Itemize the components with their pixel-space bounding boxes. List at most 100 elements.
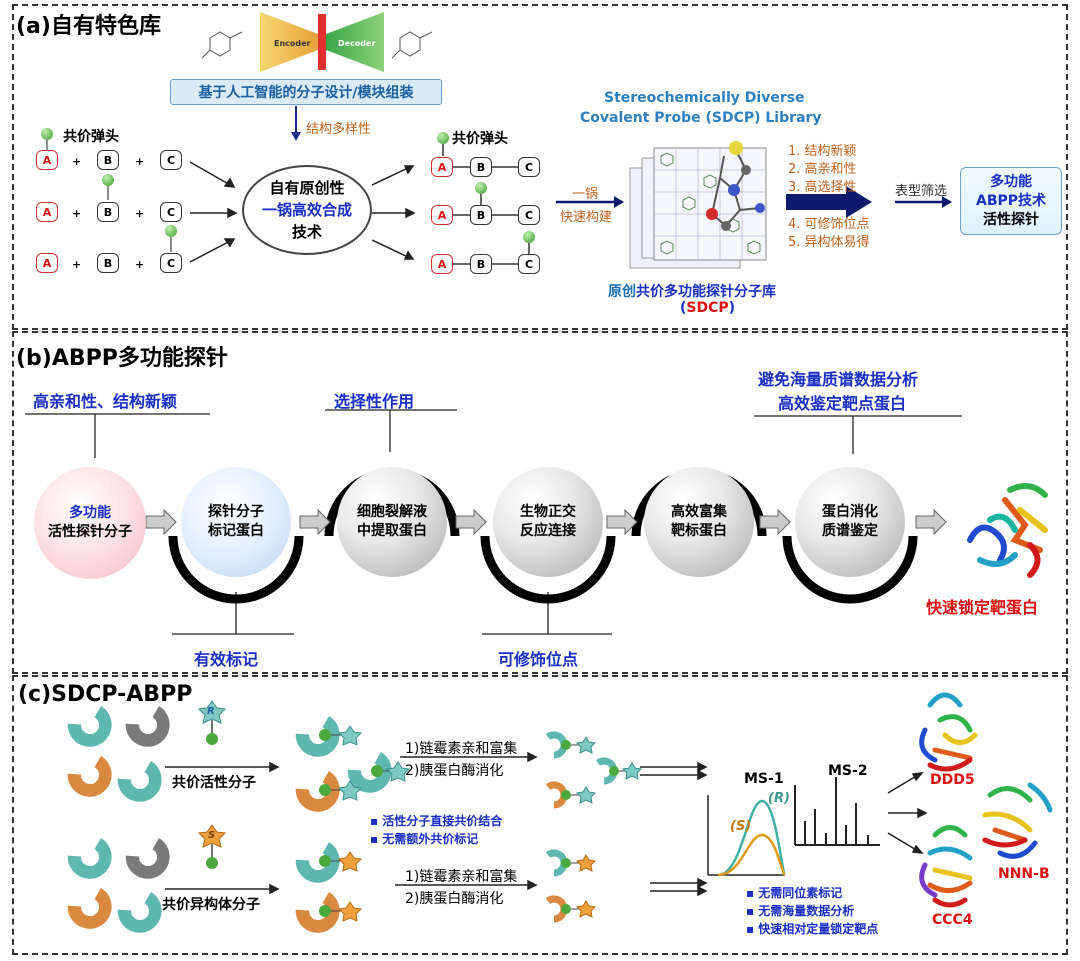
decoder-label: Decoder	[338, 39, 375, 48]
step4-line1: 生物正交	[520, 504, 576, 520]
probe-s-label: S	[208, 830, 216, 841]
caption-abbr: SDCP	[686, 300, 729, 316]
covalent-active-label: 共价活性分子	[172, 775, 256, 791]
screening-label: 表型筛选	[895, 184, 948, 199]
digested-peptide-icon	[595, 757, 643, 785]
decoder-shape	[326, 12, 384, 72]
ms1-label: MS-1	[744, 771, 784, 787]
probe-s-icon	[197, 824, 227, 869]
bottom-label-2: 可修饰位点	[498, 650, 579, 669]
protein-ddd5-structure-icon	[919, 692, 978, 772]
result-line2: ABPP技术	[975, 192, 1047, 209]
ai-design-box: 基于人工智能的分子设计/模块组装	[170, 79, 442, 105]
step5-line1: 高效富集	[671, 504, 727, 520]
encoder-shape	[260, 12, 318, 72]
step-enrichment: 高效富集靶标蛋白	[644, 467, 754, 577]
protein-orange-icon	[61, 745, 120, 805]
diversity-label: 结构多样性	[306, 122, 372, 137]
feature-4: 4. 可修饰位点	[788, 217, 870, 232]
labeled-protein-r-icon	[341, 741, 411, 801]
warhead-sphere-icon	[41, 128, 53, 140]
step2-top: 2)胰蛋白酶消化	[405, 763, 504, 779]
top-label-3-line2: 高效鉴定靶点蛋白	[778, 394, 907, 413]
synthesis-ellipse: 自有原创性 一锅高效合成 技术	[242, 165, 372, 255]
warhead-sphere-icon	[475, 182, 487, 194]
library-card-stack	[629, 141, 767, 269]
labeled-protein-s-icon	[289, 881, 363, 941]
labeled-protein-r-icon	[289, 760, 363, 820]
onepot-line1: 一锅	[572, 187, 599, 202]
plus-row1a: +	[72, 155, 82, 168]
ms1-r-label: (R)	[768, 791, 790, 806]
note-1: ▪ 活性分子直接共价结合	[370, 814, 503, 828]
module-b-row3: B	[97, 253, 119, 273]
protein-nnnb-structure-icon	[982, 782, 1053, 859]
ellipse-line3: 技术	[291, 223, 322, 241]
assembled-c-row2: C	[518, 205, 540, 225]
step1-line1: 多功能	[69, 505, 111, 521]
bottom-label-1: 有效标记	[194, 650, 259, 669]
library-caption: 原创共价多功能探针分子库	[608, 281, 776, 301]
library-title-line2: Covalent Probe (SDCP) Library	[580, 110, 822, 126]
protein-teal-icon	[61, 827, 120, 887]
module-links	[46, 140, 952, 265]
protein-gray-icon	[119, 827, 178, 887]
panel-b-title: (b)ABPP多功能探针	[16, 346, 228, 371]
warhead-sphere-icon	[165, 225, 177, 237]
protein-structure-icon	[967, 483, 1048, 578]
encoder-decoder-diagram: Encoder Decoder	[201, 12, 433, 72]
top-label-3-line1: 避免海量质谱数据分析	[758, 370, 919, 389]
panel-c	[12, 675, 1068, 955]
feature-5: 5. 异构体易得	[788, 235, 870, 250]
digested-peptide-icon	[545, 895, 597, 923]
feature-1: 1. 结构新颖	[788, 144, 857, 159]
warhead-sphere-icon	[102, 174, 114, 186]
step3-line1: 细胞裂解液	[357, 504, 427, 520]
onepot-line2: 快速构建	[560, 210, 613, 225]
final-label: 快速锁定靶蛋白	[926, 598, 1039, 617]
step-bioorthogonal: 生物正交反应连接	[493, 467, 603, 577]
step4-line2: 反应连接	[520, 523, 576, 539]
assembled-b-row3: B	[470, 254, 492, 274]
warhead-label-left: 共价弹头	[63, 129, 119, 145]
module-c-row1: C	[160, 150, 182, 170]
caption-main: 共价多功能探针分子库	[636, 284, 776, 300]
ms1-s-label: (S)	[730, 819, 752, 834]
protein-gray-icon	[119, 695, 178, 755]
step3-line2: 中提取蛋白	[357, 523, 427, 539]
digested-peptide-icon	[545, 731, 597, 759]
protein-label-ccc4: CCC4	[932, 912, 973, 928]
probe-r-label: R	[207, 706, 215, 717]
step-probe-molecule: 多功能活性探针分子	[34, 467, 146, 579]
step-ms-identification: 蛋白消化质谱鉴定	[795, 467, 905, 577]
protein-label-ddd5: DDD5	[930, 772, 975, 788]
assembled-b-row2: B	[470, 205, 492, 225]
plus-row3a: +	[72, 258, 82, 271]
step1-bottom: 1)链霉素亲和富集	[405, 869, 518, 885]
assembled-c-row1: C	[518, 157, 540, 177]
plus-row1b: +	[135, 155, 145, 168]
molecule-right-icon	[391, 31, 433, 59]
covalent-isomer-label: 共价异构体分子	[162, 897, 260, 913]
panel-a	[12, 4, 1068, 330]
step6-line2: 质谱鉴定	[822, 523, 878, 539]
panel-c-title: (c)SDCP-ABPP	[18, 682, 193, 707]
assembled-c-row3: C	[518, 254, 540, 274]
plus-row3b: +	[135, 258, 145, 271]
feature-3: 3. 高选择性	[788, 180, 857, 195]
caption-open: (	[680, 300, 687, 316]
digested-peptide-icon	[545, 849, 597, 877]
ai-design-text: 基于人工智能的分子设计/模块组装	[198, 85, 414, 101]
assembled-b-row1: B	[470, 157, 492, 177]
ellipse-line1: 自有原创性	[269, 179, 345, 197]
ms2-label: MS-2	[828, 763, 868, 779]
advantage-2: ▪ 无需海量数据分析	[746, 904, 855, 918]
result-line1: 多功能	[990, 173, 1032, 190]
module-b-row1: B	[97, 150, 119, 170]
panel-a-title: (a)自有特色库	[16, 14, 161, 39]
molecule-left-icon	[201, 31, 243, 59]
note-2: ▪ 无需额外共价标记	[370, 832, 479, 846]
step-extract-protein: 细胞裂解液中提取蛋白	[337, 467, 447, 577]
library-caption-abbr: (SDCP)	[680, 300, 735, 316]
protein-teal-icon	[111, 881, 170, 941]
